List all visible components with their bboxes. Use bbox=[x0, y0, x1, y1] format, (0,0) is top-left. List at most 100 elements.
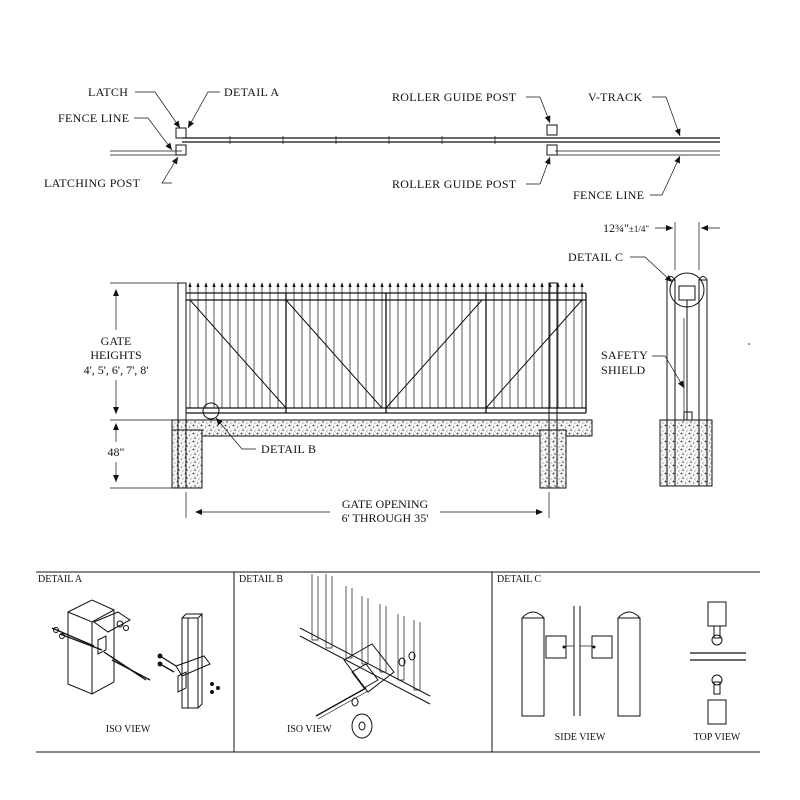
picket-spear-tip bbox=[324, 282, 328, 287]
picket-spear-tip bbox=[340, 282, 344, 287]
picket-spear-tip bbox=[380, 282, 384, 287]
picket-spear-tip bbox=[556, 282, 560, 287]
picket-spear-tip bbox=[188, 282, 192, 287]
detail-b-pickets bbox=[311, 574, 421, 691]
picket-spear-tip bbox=[420, 282, 424, 287]
picket-spear-tip bbox=[300, 282, 304, 287]
side-footing bbox=[659, 419, 713, 487]
picket-spear-tip bbox=[204, 282, 208, 287]
gate-heights-values: 4', 5', 6', 7', 8' bbox=[84, 363, 149, 377]
picket-spear-tip bbox=[436, 282, 440, 287]
detail-c-circle bbox=[669, 272, 705, 308]
roller-guide-post-top-symbol bbox=[546, 124, 558, 136]
picket-spear-tip bbox=[276, 282, 280, 287]
detail-c-callout: DETAIL C bbox=[568, 250, 623, 264]
picket-spear-tip bbox=[484, 282, 488, 287]
gate-heights-label-2: HEIGHTS bbox=[90, 348, 141, 362]
picket-spear-tip bbox=[396, 282, 400, 287]
picket-spear-tip bbox=[468, 282, 472, 287]
picket-spear-tip bbox=[548, 282, 552, 287]
safety-shield-label-1: SAFETY bbox=[601, 348, 648, 362]
detail-c-top-caption: TOP VIEW bbox=[694, 732, 741, 743]
picket-spear-tip bbox=[284, 282, 288, 287]
gate-heights-label-1: GATE bbox=[101, 334, 132, 348]
detail-a-title: DETAIL A bbox=[38, 574, 83, 585]
safety-shield-label-2: SHIELD bbox=[601, 363, 645, 377]
picket-spear-tip bbox=[428, 282, 432, 287]
picket-spear-tip bbox=[292, 282, 296, 287]
picket-spear-tip bbox=[220, 282, 224, 287]
plan-view: LATCH DETAIL A FENCE LINE LATCHING POST … bbox=[44, 85, 720, 202]
picket-spear-tip bbox=[252, 282, 256, 287]
roller-guide-post-bottom-symbol bbox=[546, 144, 558, 156]
footing-depth-label: 48" bbox=[108, 445, 125, 459]
fence-line-right-label: FENCE LINE bbox=[573, 188, 644, 202]
picket-spear-tip bbox=[236, 282, 240, 287]
roller-guide-post-top-label: ROLLER GUIDE POST bbox=[392, 90, 517, 104]
picket-spear-tip bbox=[228, 282, 232, 287]
picket-spear-tip bbox=[524, 282, 528, 287]
picket-spear-tip bbox=[332, 282, 336, 287]
picket-spear-tip bbox=[516, 282, 520, 287]
latching-post-symbol bbox=[175, 144, 187, 156]
picket-spear-tip bbox=[364, 282, 368, 287]
detail-c-side-caption: SIDE VIEW bbox=[555, 732, 606, 743]
picket-spear-tip bbox=[444, 282, 448, 287]
picket-spear-tip bbox=[412, 282, 416, 287]
detail-b-panel: DETAIL B ISO VIEW bbox=[239, 574, 431, 739]
gate-panel bbox=[186, 282, 587, 414]
roller-guide-post-bottom-label: ROLLER GUIDE POST bbox=[392, 177, 517, 191]
picket-spear-tip bbox=[372, 282, 376, 287]
concrete-track-footing bbox=[171, 419, 593, 437]
picket-spear-tip bbox=[244, 282, 248, 287]
picket-spear-tip bbox=[260, 282, 264, 287]
picket-spear-tip bbox=[460, 282, 464, 287]
fence-line-left-label: FENCE LINE bbox=[58, 111, 129, 125]
picket-spear-tip bbox=[564, 282, 568, 287]
side-dimension-label: 12¾"±1/4" bbox=[603, 221, 649, 235]
picket-spear-tip bbox=[196, 282, 200, 287]
v-track-label: V-TRACK bbox=[588, 90, 642, 104]
detail-b-caption: ISO VIEW bbox=[287, 724, 332, 735]
detail-c-title: DETAIL C bbox=[497, 574, 541, 585]
gate-opening-label: GATE OPENING bbox=[342, 497, 429, 511]
picket-spear-tip bbox=[500, 282, 504, 287]
detail-b-callout: DETAIL B bbox=[261, 442, 316, 456]
picket-spear-tip bbox=[532, 282, 536, 287]
picket-spear-tip bbox=[212, 282, 216, 287]
picket-spear-tip bbox=[476, 282, 480, 287]
detail-b-title: DETAIL B bbox=[239, 574, 283, 585]
picket-spear-tip bbox=[572, 282, 576, 287]
side-post-right bbox=[698, 279, 708, 487]
detail-b-circle bbox=[202, 402, 220, 420]
latch-symbol bbox=[175, 127, 187, 139]
picket-spear-tip bbox=[508, 282, 512, 287]
picket-spear-tip bbox=[404, 282, 408, 287]
roller-guide-post bbox=[548, 282, 558, 489]
guide-post-footing bbox=[539, 429, 567, 489]
latching-post-footing bbox=[171, 429, 203, 489]
detail-panels: DETAIL A bbox=[36, 571, 760, 753]
gate-pickets bbox=[188, 282, 584, 408]
picket-spear-tip bbox=[388, 282, 392, 287]
picket-spear-tip bbox=[540, 282, 544, 287]
side-section-view: 12¾"±1/4" DETAIL C SAFETY SHIELD bbox=[568, 221, 750, 487]
picket-spear-tip bbox=[316, 282, 320, 287]
detail-a-callout: DETAIL A bbox=[224, 85, 279, 99]
picket-spear-tip bbox=[348, 282, 352, 287]
latching-post-label: LATCHING POST bbox=[44, 176, 141, 190]
latching-post bbox=[177, 282, 187, 489]
picket-spear-tip bbox=[492, 282, 496, 287]
picket-spear-tip bbox=[308, 282, 312, 287]
picket-spear-tip bbox=[356, 282, 360, 287]
elevation-view: DETAIL B GATE HEIGHTS 4', 5', 6', 7', 8'… bbox=[84, 282, 593, 525]
detail-a-caption: ISO VIEW bbox=[106, 724, 151, 735]
gate-opening-range: 6' THROUGH 35' bbox=[342, 511, 429, 525]
picket-spear-tip bbox=[580, 282, 584, 287]
picket-spear-tip bbox=[268, 282, 272, 287]
picket-spear-tip bbox=[452, 282, 456, 287]
detail-c-panel: DETAIL C SIDE VIEW TOP VIEW bbox=[497, 574, 746, 743]
detail-a-panel: DETAIL A bbox=[38, 574, 220, 735]
latch-label: LATCH bbox=[88, 85, 128, 99]
